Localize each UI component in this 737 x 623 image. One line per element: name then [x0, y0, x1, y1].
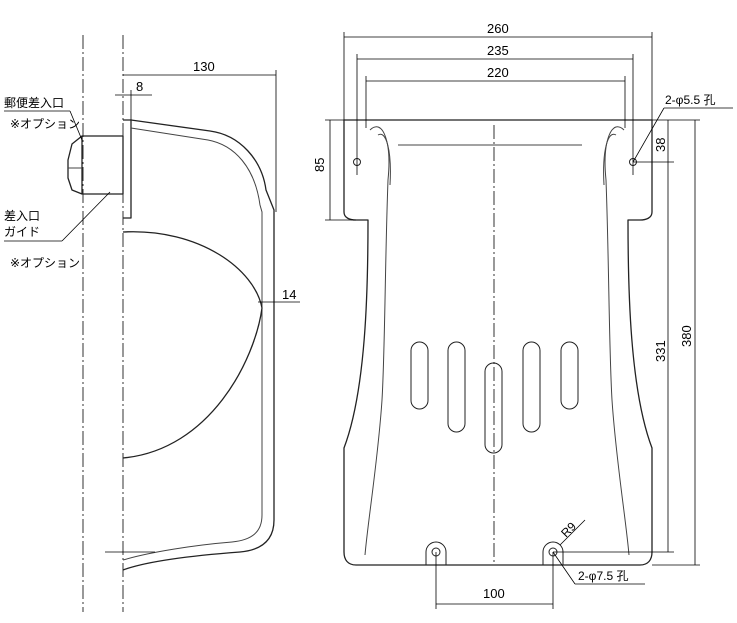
mail-slot-body: [81, 135, 124, 195]
vent-slot-5: [560, 341, 579, 410]
body-inner-profile: [122, 127, 263, 561]
label-guide-l1: 差入口: [4, 209, 40, 223]
body-outer-profile: [122, 119, 275, 571]
label-guide-l2: ガイド: [4, 225, 40, 239]
rail-left-inner: [377, 133, 391, 186]
vent-slot-3: [484, 362, 503, 454]
dim-220: 220: [487, 65, 509, 80]
vent-slot-1: [410, 341, 429, 410]
label-mail-slot: 郵便差入口: [4, 96, 64, 110]
side-view: 130 8 14 郵便差入口 ※オプション 差入口 ガイド ※オプション: [4, 35, 300, 612]
mount-hole-bottom-left: [425, 541, 447, 565]
dim-331: 331: [653, 340, 668, 362]
mount-hole-bottom-right: [542, 541, 564, 565]
front-view: 260 235 220 85 38 331 380 100: [312, 21, 733, 609]
leader-guide-2: [61, 191, 111, 242]
leader-r9: [559, 519, 586, 546]
dim-8: 8: [136, 79, 143, 94]
leader-hole-top: [632, 107, 665, 163]
rail-right: [604, 126, 630, 556]
hole-top-callout: 2-φ5.5 孔: [665, 93, 715, 107]
body-outline: [343, 119, 653, 566]
vent-slot-2: [447, 341, 466, 433]
dim-100: 100: [483, 586, 505, 601]
dim-235: 235: [487, 43, 509, 58]
mail-slot-cap: [67, 135, 83, 195]
rail-left: [364, 126, 390, 556]
mount-plate: [123, 119, 132, 219]
dim-85: 85: [312, 158, 327, 172]
radius-callout: R9: [558, 519, 579, 540]
dim-38: 38: [653, 138, 668, 152]
vent-slot-4: [522, 341, 541, 433]
leader-hole-bottom: [552, 551, 576, 585]
rail-right-inner: [603, 133, 617, 186]
label-option-2: ※オプション: [10, 256, 80, 270]
hole-bottom-callout: 2-φ7.5 孔: [578, 569, 628, 583]
dim-14: 14: [282, 287, 296, 302]
dim-260: 260: [487, 21, 509, 36]
dim-380: 380: [679, 325, 694, 347]
dim-130: 130: [193, 59, 215, 74]
leader-mail-slot-2: [69, 110, 83, 141]
hood-front-curve: [122, 231, 263, 459]
label-option-1: ※オプション: [10, 117, 80, 131]
